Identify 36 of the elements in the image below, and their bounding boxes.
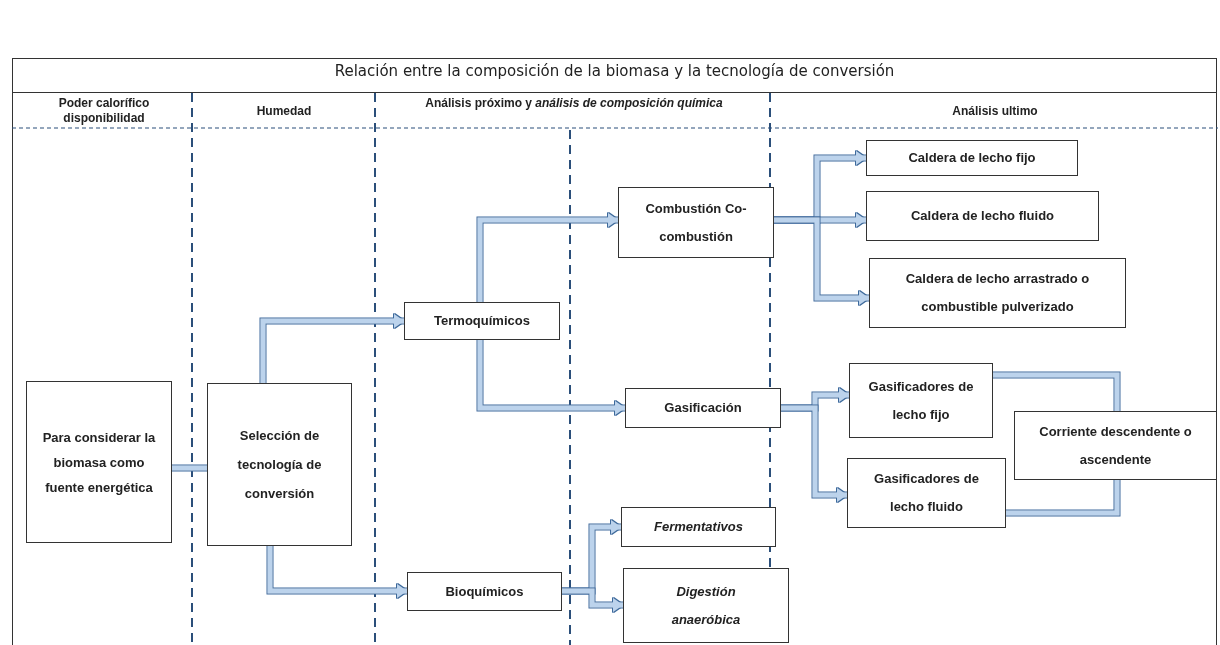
arrow (774, 217, 869, 305)
box-label: Combustión Co-combustión (644, 199, 748, 246)
box-label: Caldera de lecho fijo (908, 149, 1036, 167)
process-box (407, 572, 562, 611)
process-box (207, 383, 352, 546)
box-label: Para considerar la biomasa como fuente energética (41, 428, 157, 497)
arrow (477, 340, 625, 415)
box-label: Gasificadores de lecho fluido (873, 470, 980, 516)
process-box (869, 258, 1126, 328)
diagram-title: Relación entre la composición de la biomasa y la tecnología de conversión (333, 62, 896, 80)
process-box (26, 381, 172, 543)
box-label: Caldera de lecho arrastrado o combustible pulverizado (904, 270, 1091, 316)
process-box (625, 388, 781, 428)
process-box (1014, 411, 1217, 480)
box-label: Gasificación (664, 399, 742, 417)
box-label: Digestión anaeróbica (670, 582, 742, 629)
arrow (781, 405, 847, 502)
process-box (621, 507, 776, 547)
arrow (267, 546, 407, 598)
box-label: Termoquímicos (434, 312, 530, 330)
process-box (866, 140, 1078, 176)
box-label: Caldera de lecho fluido (911, 207, 1054, 225)
process-box (623, 568, 789, 643)
box-label: Corriente descendente o ascendente (1038, 422, 1193, 469)
box-label: Gasificadores de lecho fijo (868, 377, 974, 424)
box-label: Fermentativos (654, 518, 743, 536)
box-label: Selección de tecnología de conversión (236, 427, 323, 503)
process-box (847, 458, 1006, 528)
process-box (618, 187, 774, 258)
arrow (260, 314, 404, 383)
box-label: Bioquímicos (445, 582, 524, 601)
arrow (477, 213, 618, 302)
process-box (866, 191, 1099, 241)
process-box (849, 363, 993, 438)
arrow (562, 588, 623, 612)
process-box (404, 302, 560, 340)
